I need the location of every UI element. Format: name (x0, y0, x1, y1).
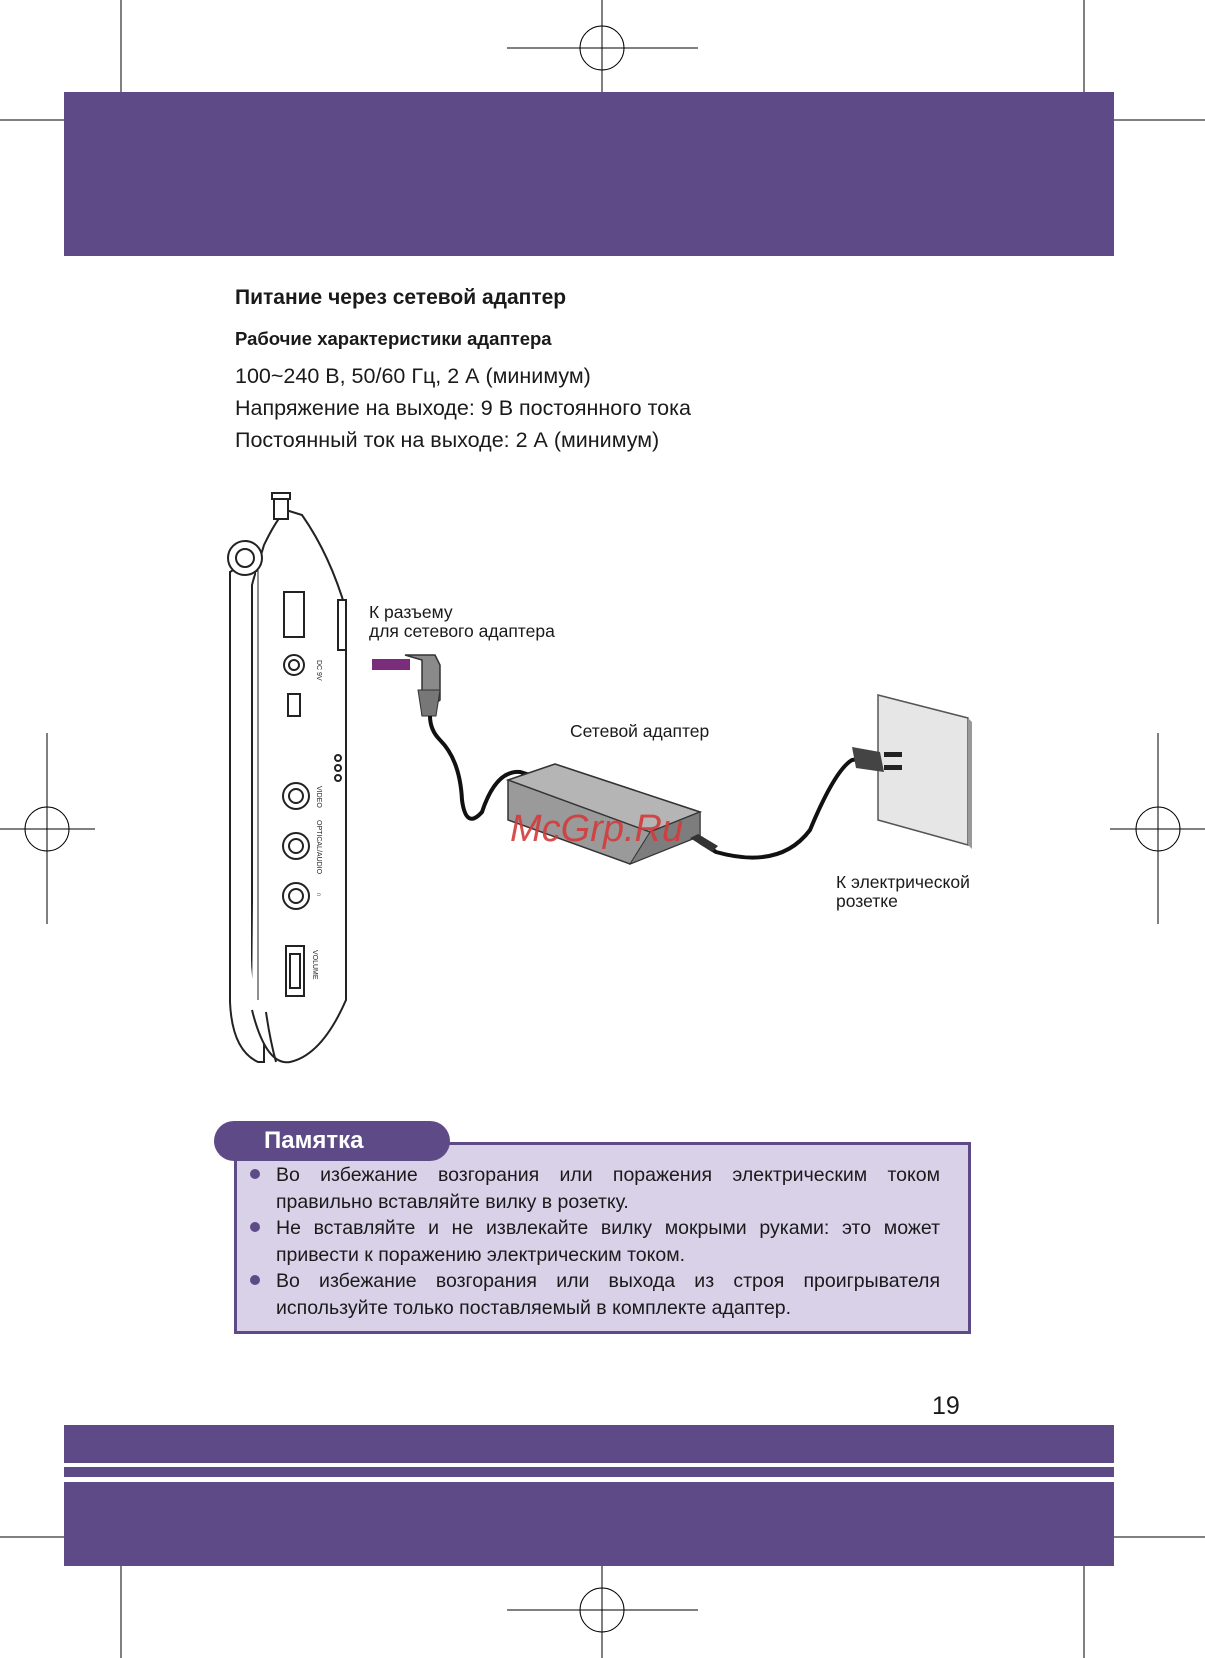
header-band (64, 92, 1114, 256)
section-subtitle: Рабочие характеристики адаптера (235, 328, 552, 349)
ac-cable (698, 755, 871, 860)
player-side-view (227, 492, 347, 1064)
connector-label: К разъему для сетевого адаптера (369, 602, 555, 641)
spec-line: Напряжение на выходе: 9 В постоянного то… (235, 396, 691, 420)
footer-band-bottom (64, 1482, 1114, 1566)
optical-audio-label: OPTICAL/AUDIO (315, 820, 322, 875)
note-item: Во избежание возгорания или поражения эл… (276, 1164, 940, 1213)
power-adapter-brick (505, 763, 703, 866)
page-number: 19 (932, 1392, 960, 1420)
note-title: Памятка (214, 1121, 450, 1161)
note-item: Во избежание возгорания или выхода из ст… (276, 1270, 940, 1319)
video-label: VIDEO (315, 786, 322, 808)
note-bullet (250, 1275, 260, 1285)
note-bullet (250, 1169, 260, 1179)
adapter-label: Сетевой адаптер (570, 721, 710, 741)
spec-line: 100~240 В, 50/60 Гц, 2 А (минимум) (235, 364, 591, 388)
headphones-label: ∩ (315, 892, 322, 897)
dc-in-label: DC 9V (315, 660, 322, 681)
dc-cable (428, 715, 541, 821)
volume-label: VOLUME (311, 950, 318, 980)
outlet-label: К электрической розетке (836, 872, 970, 911)
section-title: Питание через сетевой адаптер (235, 286, 567, 309)
wall-outlet (852, 694, 972, 849)
note-bullet (250, 1222, 260, 1232)
spec-line: Постоянный ток на выходе: 2 А (минимум) (235, 428, 660, 452)
footer-band-thin (64, 1467, 1114, 1477)
note-box (234, 1142, 971, 1334)
watermark: McGrp.Ru (510, 808, 684, 850)
footer-band-top (64, 1425, 1114, 1463)
note-item: Не вставляйте и не извлекайте вилку мокр… (276, 1217, 940, 1266)
dc-plug (372, 654, 441, 717)
